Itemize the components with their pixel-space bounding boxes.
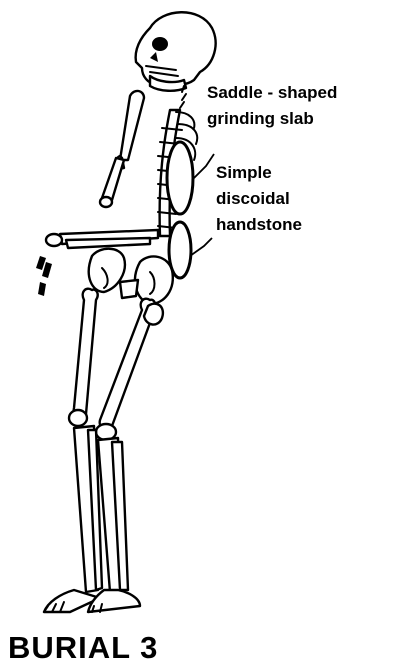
figure-title: BURIAL 3 bbox=[8, 630, 158, 665]
handstone-leader bbox=[190, 238, 212, 256]
grinding-slab-label-line2: grinding slab bbox=[207, 109, 314, 128]
femur-right bbox=[100, 299, 163, 429]
handstone-label-line1: Simple bbox=[216, 163, 272, 182]
upper-arm bbox=[100, 91, 144, 207]
handstone-label-line2: discoidal bbox=[216, 189, 290, 208]
feet bbox=[44, 590, 140, 612]
handstone-artifact bbox=[169, 222, 191, 278]
handstone-label-line3: handstone bbox=[216, 215, 302, 234]
grinding-slab-label-line1: Saddle - shaped bbox=[207, 83, 337, 102]
femur-left bbox=[74, 289, 98, 417]
pelvis bbox=[89, 249, 173, 304]
skull bbox=[136, 12, 216, 91]
lower-legs bbox=[74, 426, 128, 592]
grinding-slab-artifact bbox=[167, 142, 193, 214]
